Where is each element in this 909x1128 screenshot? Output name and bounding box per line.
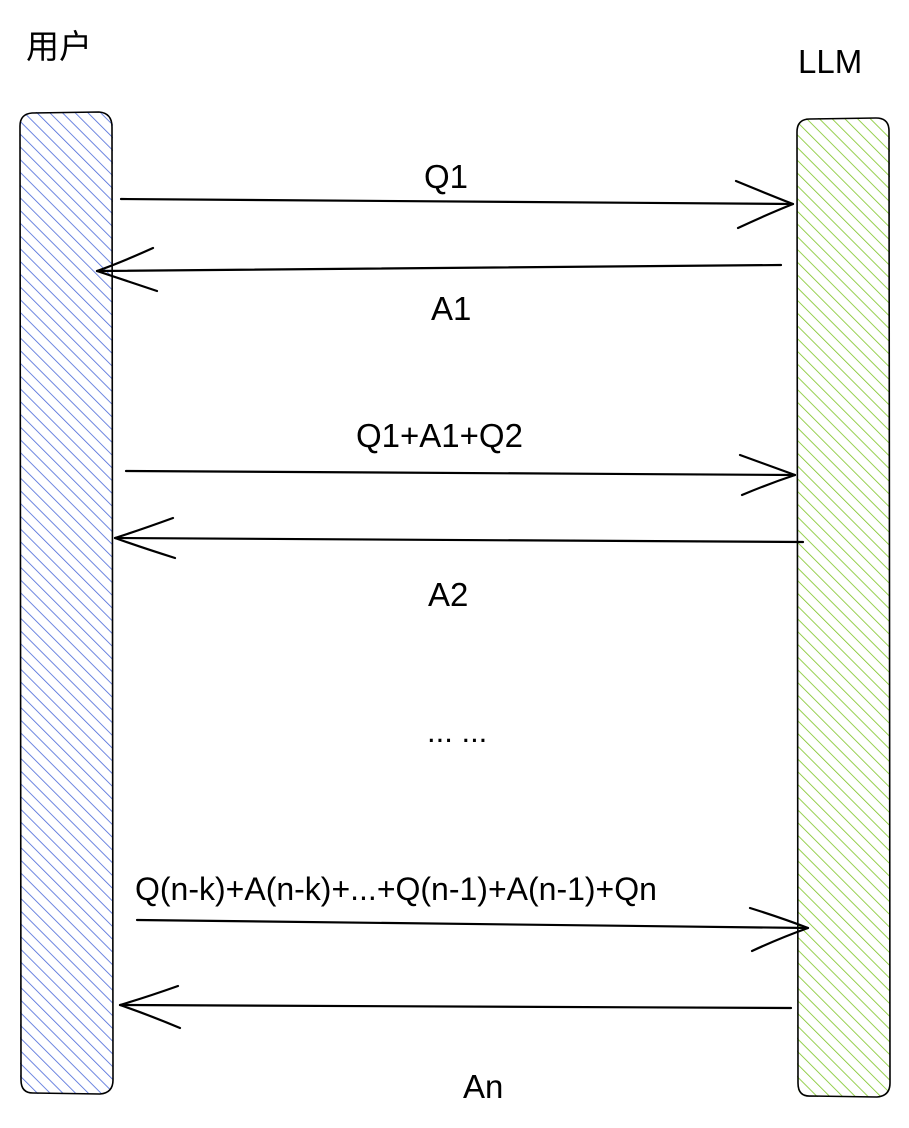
message-label-q1-a1-q2: Q1+A1+Q2 bbox=[356, 417, 523, 454]
message-arrow-qn bbox=[135, 906, 810, 953]
message-arrow-a2 bbox=[113, 516, 805, 560]
ellipsis-text: ... ... bbox=[427, 714, 487, 749]
message-label-a2: A2 bbox=[428, 576, 468, 613]
message-label-q1: Q1 bbox=[424, 158, 468, 195]
user-lifeline-title: 用户 bbox=[26, 27, 92, 66]
user-lifeline-box bbox=[19, 111, 114, 1095]
llm-lifeline-box bbox=[796, 117, 891, 1098]
message-arrow-q1 bbox=[119, 179, 795, 230]
message-arrow-a1 bbox=[95, 246, 783, 293]
message-label-qn: Q(n-k)+A(n-k)+...+Q(n-1)+A(n-1)+Qn bbox=[135, 871, 657, 907]
message-arrow-q1-a1-q2 bbox=[124, 453, 797, 497]
message-label-an: An bbox=[463, 1068, 503, 1105]
llm-lifeline-title: LLM bbox=[798, 43, 862, 80]
message-label-a1: A1 bbox=[431, 290, 471, 327]
message-arrow-an bbox=[118, 984, 793, 1030]
